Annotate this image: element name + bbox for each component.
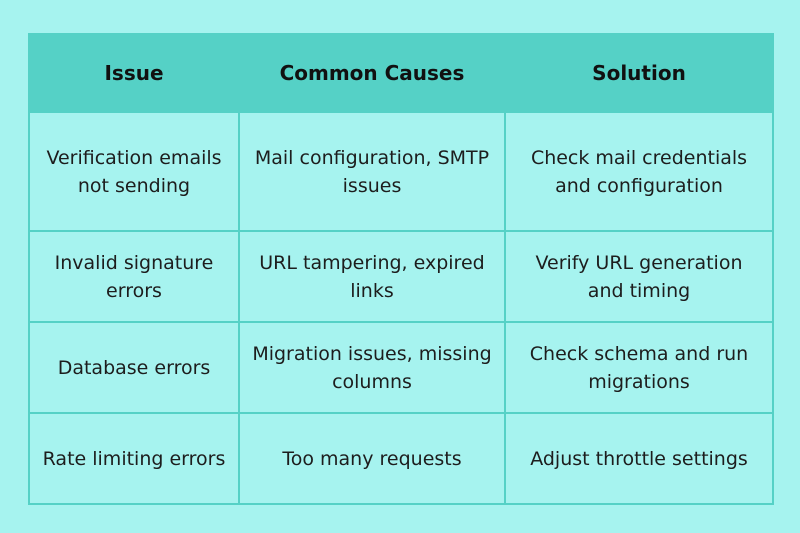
cell-issue: Database errors <box>28 321 240 414</box>
header-issue: Issue <box>28 33 240 113</box>
cell-cause: Mail configuration, SMTP issues <box>238 111 506 232</box>
cell-solution: Check schema and run migrations <box>504 321 774 414</box>
cell-solution: Adjust throttle settings <box>504 412 774 505</box>
table-row: Invalid signature errors URL tampering, … <box>28 230 774 323</box>
cell-solution: Check mail credentials and configuration <box>504 111 774 232</box>
header-common-causes: Common Causes <box>238 33 506 113</box>
cell-issue: Invalid signature errors <box>28 230 240 323</box>
cell-solution: Verify URL generation and timing <box>504 230 774 323</box>
table-row: Verification emails not sending Mail con… <box>28 111 774 232</box>
table-header-row: Issue Common Causes Solution <box>28 33 774 113</box>
cell-cause: URL tampering, expired links <box>238 230 506 323</box>
troubleshooting-table: Issue Common Causes Solution Verificatio… <box>28 33 774 505</box>
cell-cause: Migration issues, missing columns <box>238 321 506 414</box>
header-solution: Solution <box>504 33 774 113</box>
cell-issue: Verification emails not sending <box>28 111 240 232</box>
table-row: Database errors Migration issues, missin… <box>28 321 774 414</box>
cell-cause: Too many requests <box>238 412 506 505</box>
cell-issue: Rate limiting errors <box>28 412 240 505</box>
table-row: Rate limiting errors Too many requests A… <box>28 412 774 505</box>
troubleshooting-table-container: Issue Common Causes Solution Verificatio… <box>28 33 774 505</box>
